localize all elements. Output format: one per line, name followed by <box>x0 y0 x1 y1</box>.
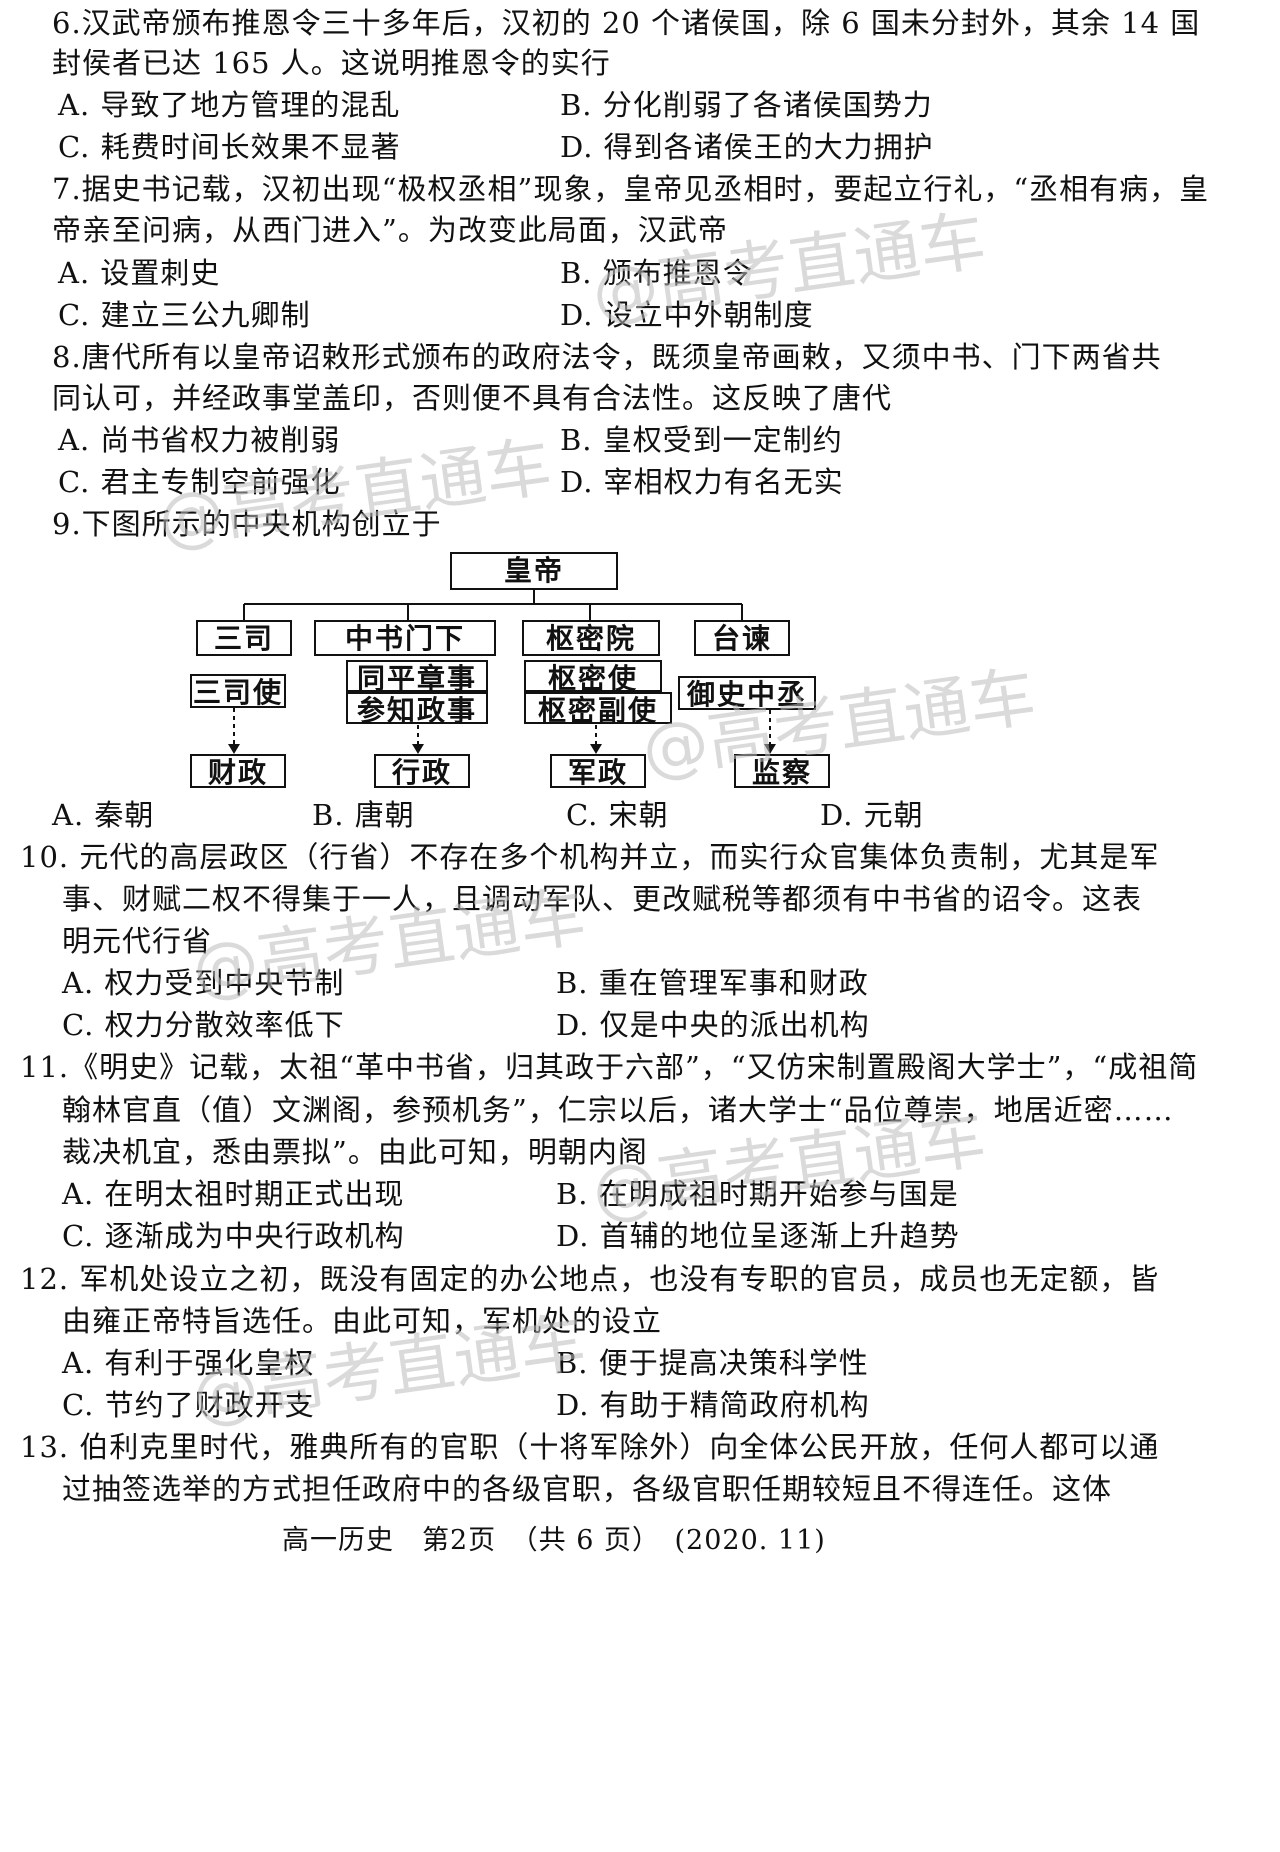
question-10-option-c: C. 权力分散效率低下 <box>62 1008 345 1042</box>
question-7-line-1: 7.据史书记载，汉初出现“极权丞相”现象，皇帝见丞相时，要起立行礼，“丞相有病，… <box>52 172 1210 206</box>
question-9-option-c: C. 宋朝 <box>566 798 669 832</box>
question-12-option-c: C. 节约了财政开支 <box>62 1388 315 1422</box>
official-box-shumifushi: 枢密副使 <box>524 692 672 727</box>
question-6-option-c: C. 耗费时间长效果不显著 <box>58 130 401 164</box>
official-box-tongpingzhangshi: 同平章事 <box>346 660 488 695</box>
question-7-option-d: D. 设立中外朝制度 <box>560 298 814 332</box>
question-8-option-b: B. 皇权受到一定制约 <box>560 423 843 457</box>
question-12-option-b: B. 便于提高决策科学性 <box>556 1346 869 1380</box>
function-box-xingzheng: 行政 <box>374 754 470 789</box>
official-box-yushizhongcheng: 御史中丞 <box>678 676 816 711</box>
question-10-line-2: 事、财赋二权不得集于一人，且调动军队、更改赋税等都须有中书省的诏令。这表 <box>62 882 1143 916</box>
question-10-option-b: B. 重在管理军事和财政 <box>556 966 869 1000</box>
org-box-zhongshu-menxia: 中书门下 <box>314 620 496 656</box>
question-12-line-2: 由雍正帝特旨选任。由此可知，军机处的设立 <box>62 1304 663 1338</box>
emperor-box: 皇帝 <box>450 552 618 590</box>
question-12-option-d: D. 有助于精简政府机构 <box>556 1388 870 1422</box>
question-9-line-1: 9.下图所示的中央机构创立于 <box>52 507 442 541</box>
question-11-option-c: C. 逐渐成为中央行政机构 <box>62 1219 405 1253</box>
official-box-shumishi: 枢密使 <box>524 660 662 695</box>
question-8-line-1: 8.唐代所有以皇帝诏敕形式颁布的政府法令，既须皇帝画敕，又须中书、门下两省共 <box>52 340 1162 374</box>
question-10-option-d: D. 仅是中央的派出机构 <box>556 1008 870 1042</box>
question-8-line-2: 同认可，并经政事堂盖印，否则便不具有合法性。这反映了唐代 <box>52 381 893 415</box>
org-box-shumiyuan: 枢密院 <box>522 620 660 656</box>
question-8-option-d: D. 宰相权力有名无实 <box>560 465 844 499</box>
question-7-option-c: C. 建立三公九卿制 <box>58 298 311 332</box>
question-10-line-3: 明元代行省 <box>62 924 213 958</box>
question-9-option-a: A. 秦朝 <box>52 798 155 832</box>
question-12-line-1: 12. 军机处设立之初，既没有固定的办公地点，也没有专职的官员，成员也无定额，皆 <box>20 1262 1160 1296</box>
question-11-line-3: 裁决机宜，悉由票拟”。由此可知，明朝内阁 <box>62 1135 648 1169</box>
question-6-line-2: 封侯者已达 165 人。这说明推恩令的实行 <box>52 46 611 80</box>
function-box-caizheng: 财政 <box>190 754 286 789</box>
question-8-option-a: A. 尚书省权力被削弱 <box>58 423 341 457</box>
question-8-option-c: C. 君主专制空前强化 <box>58 465 341 499</box>
question-11-line-1: 11.《明史》记载，太祖“革中书省，归其政于六部”，“又仿宋制置殿阁大学士”，“… <box>20 1050 1199 1084</box>
org-box-sansi: 三司 <box>196 620 292 656</box>
question-10-option-a: A. 权力受到中央节制 <box>62 966 345 1000</box>
question-7-option-b: B. 颁布推恩令 <box>560 256 753 290</box>
question-11-option-d: D. 首辅的地位呈逐渐上升趋势 <box>556 1219 960 1253</box>
question-6-option-d: D. 得到各诸侯王的大力拥护 <box>560 130 934 164</box>
question-13-line-2: 过抽签选举的方式担任政府中的各级官职，各级官职任期较短且不得连任。这体 <box>62 1472 1113 1506</box>
question-6-option-a: A. 导致了地方管理的混乱 <box>58 88 401 122</box>
question-13-line-1: 13. 伯利克里时代，雅典所有的官职（十将军除外）向全体公民开放，任何人都可以通 <box>20 1430 1160 1464</box>
question-9-option-b: B. 唐朝 <box>312 798 415 832</box>
function-box-junzheng: 军政 <box>550 754 646 789</box>
question-6-line-1: 6.汉武帝颁布推恩令三十多年后，汉初的 20 个诸侯国，除 6 国未分封外，其余… <box>52 6 1201 40</box>
question-9-option-d: D. 元朝 <box>820 798 924 832</box>
watermark-3: @高考直通车 <box>637 657 1041 790</box>
official-box-sansi-shi: 三司使 <box>190 674 286 709</box>
question-11-line-2: 翰林官直（值）文渊阁，参预机务”，仁宗以后，诸大学士“品位尊崇，地居近密…… <box>62 1093 1174 1127</box>
question-12-option-a: A. 有利于强化皇权 <box>62 1346 315 1380</box>
official-box-canzhizhengshi: 参知政事 <box>346 692 488 727</box>
function-box-jiancha: 监察 <box>734 754 830 789</box>
org-box-taijian: 台谏 <box>694 620 790 656</box>
question-11-option-b: B. 在明成祖时期开始参与国是 <box>556 1177 959 1211</box>
question-6-option-b: B. 分化削弱了各诸侯国势力 <box>560 88 933 122</box>
question-7-line-2: 帝亲至问病，从西门进入”。为改变此局面，汉武帝 <box>52 213 728 247</box>
page-footer: 高一历史 第2页 （共 6 页） (2020. 11) <box>282 1525 826 1556</box>
question-10-line-1: 10. 元代的高层政区（行省）不存在多个机构并立，而实行众官集体负责制，尤其是军 <box>20 840 1160 874</box>
question-7-option-a: A. 设置刺史 <box>58 256 221 290</box>
question-11-option-a: A. 在明太祖时期正式出现 <box>62 1177 405 1211</box>
